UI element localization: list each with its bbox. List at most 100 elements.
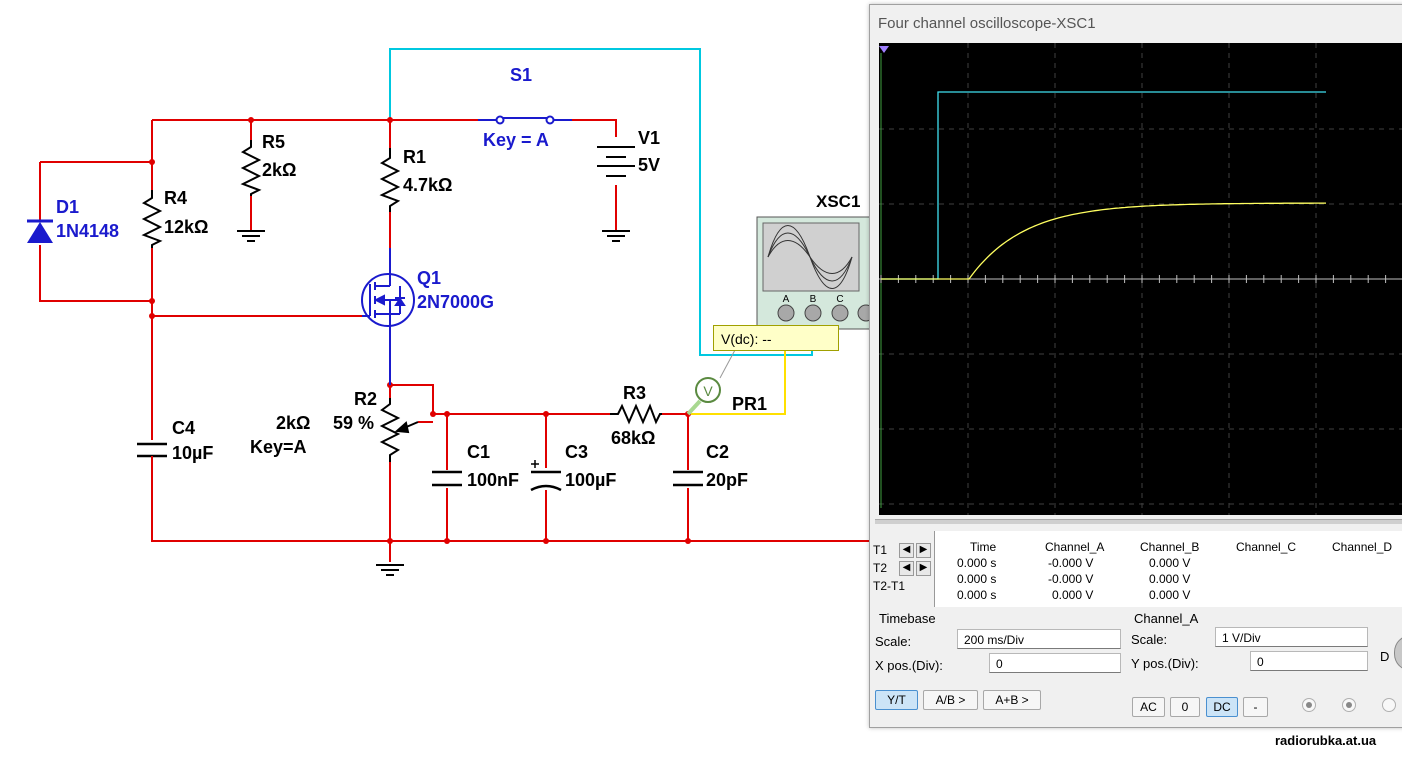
potentiometer-r2[interactable] xyxy=(379,398,419,462)
capacitor-c3-value: 100µF xyxy=(565,470,616,490)
row-label-t1: T1 ◀ ▶ xyxy=(873,541,933,559)
mosfet-q1-part: 2N7000G xyxy=(417,292,494,312)
delta-time: 0.000 s xyxy=(957,588,997,602)
diode-d1-label: D1 xyxy=(56,197,79,217)
splitter-bar[interactable] xyxy=(875,519,1402,524)
t1-left-arrow-icon[interactable]: ◀ xyxy=(899,543,914,558)
scope-grid xyxy=(879,43,1402,515)
switch-s1-label: S1 xyxy=(510,65,532,85)
capacitor-c4[interactable] xyxy=(137,442,167,458)
mosfet-q1[interactable] xyxy=(361,248,415,350)
mosfet-q1-label: Q1 xyxy=(417,268,441,288)
probe-tooltip-leader xyxy=(719,349,736,379)
t2-channel-a: -0.000 V xyxy=(1048,572,1094,586)
readout-table: Time Channel_A Channel_B Channel_C Chann… xyxy=(934,531,1402,607)
t2-channel-b: 0.000 V xyxy=(1149,572,1191,586)
probe-pr1-label: PR1 xyxy=(732,394,767,414)
scope-input-c-label: C xyxy=(836,294,843,305)
capacitor-c1-label: C1 xyxy=(467,442,490,462)
dc-coupling-button[interactable]: DC xyxy=(1206,697,1238,717)
ab-mode-button[interactable]: A/B > xyxy=(923,690,978,710)
delta-channel-a: 0.000 V xyxy=(1052,588,1094,602)
header-channel-d: Channel_D xyxy=(1332,540,1393,554)
capacitor-c4-value: 10µF xyxy=(172,443,213,463)
channel-ypos-label: Y pos.(Div): xyxy=(1131,656,1199,671)
resistor-r1-label: R1 xyxy=(403,147,426,167)
capacitor-c3-label: C3 xyxy=(565,442,588,462)
ac-coupling-button[interactable]: AC xyxy=(1132,697,1165,717)
resistor-r5-label: R5 xyxy=(262,132,285,152)
trigger-marker-icon xyxy=(879,46,889,53)
row-label-t2: T2 ◀ ▶ xyxy=(873,559,933,577)
battery-v1-label: V1 xyxy=(638,128,660,148)
resistor-r3-value: 68kΩ xyxy=(611,428,655,448)
header-channel-b: Channel_B xyxy=(1140,540,1200,554)
probe-pr1[interactable]: V xyxy=(686,377,721,416)
trigger-radio-1[interactable] xyxy=(1302,698,1316,712)
cursor-readout: T1 ◀ ▶ T2 ◀ ▶ T2-T1 Time Channel_A Chann… xyxy=(870,531,1402,607)
capacitor-c4-label: C4 xyxy=(172,418,195,438)
t1-time: 0.000 s xyxy=(957,556,997,570)
row-label-t2-t1: T2-T1 xyxy=(873,579,906,593)
ground-symbols xyxy=(237,230,630,576)
scope-instrument-xsc1[interactable] xyxy=(756,216,875,330)
channel-a-wire xyxy=(688,325,786,415)
trigger-radio-3[interactable] xyxy=(1382,698,1396,712)
capacitor-c2-value: 20pF xyxy=(706,470,748,490)
minus-button[interactable]: - xyxy=(1243,697,1268,717)
resistor-r3-label: R3 xyxy=(623,383,646,403)
channel-a-trace xyxy=(881,202,1326,280)
potentiometer-r2-value: 2kΩ xyxy=(276,413,310,433)
knob-label: D xyxy=(1380,649,1390,664)
potentiometer-r2-key: Key=A xyxy=(250,437,307,457)
yt-mode-button[interactable]: Y/T xyxy=(875,690,918,710)
watermark-text: radiorubka.at.ua xyxy=(1275,733,1377,748)
probe-pr1-symbol: V xyxy=(703,383,713,399)
timebase-scale-field[interactable]: 200 ms/Div xyxy=(957,629,1121,649)
switch-s1[interactable] xyxy=(478,115,572,125)
t1-right-arrow-icon[interactable]: ▶ xyxy=(916,543,931,558)
window-title: Four channel oscilloscope-XSC1 xyxy=(878,15,1096,32)
resistor-r5-value: 2kΩ xyxy=(262,160,296,180)
resistor-r5[interactable] xyxy=(240,140,262,196)
t2-right-arrow-icon[interactable]: ▶ xyxy=(916,561,931,576)
capacitor-c3[interactable] xyxy=(530,460,562,492)
header-channel-a: Channel_A xyxy=(1045,540,1105,554)
scope-instrument-label: XSC1 xyxy=(816,192,860,211)
oscilloscope-window[interactable]: Four channel oscilloscope-XSC1 xyxy=(869,4,1402,728)
resistor-r1[interactable] xyxy=(379,148,401,212)
battery-v1[interactable] xyxy=(597,146,635,177)
header-channel-c: Channel_C xyxy=(1236,540,1297,554)
timebase-xpos-field[interactable]: 0 xyxy=(989,653,1121,673)
t2-left-arrow-icon[interactable]: ◀ xyxy=(899,561,914,576)
resistor-r4-value: 12kΩ xyxy=(164,217,208,237)
capacitor-c2-label: C2 xyxy=(706,442,729,462)
scope-center-axis xyxy=(879,53,1402,508)
diode-d1-part: 1N4148 xyxy=(56,221,119,241)
scope-input-a-label: A xyxy=(783,294,790,305)
channel-knob-icon[interactable] xyxy=(1394,635,1402,671)
resistor-r3[interactable] xyxy=(610,403,662,425)
battery-v1-value: 5V xyxy=(638,155,660,175)
diode-d1[interactable] xyxy=(27,219,53,243)
capacitor-c2[interactable] xyxy=(673,470,703,487)
probe-tooltip: V(dc): -- xyxy=(713,325,839,351)
potentiometer-r2-percent: 59 % xyxy=(333,413,374,433)
resistor-r4[interactable] xyxy=(141,190,163,248)
delta-channel-b: 0.000 V xyxy=(1149,588,1191,602)
header-time: Time xyxy=(970,540,997,554)
channel-b-trace xyxy=(881,91,1326,280)
capacitor-c1[interactable] xyxy=(432,470,462,487)
a-plus-b-mode-button[interactable]: A+B > xyxy=(983,690,1041,710)
circuit-wires xyxy=(39,119,870,562)
t2-time: 0.000 s xyxy=(957,572,997,586)
channel-scale-field[interactable]: 1 V/Div xyxy=(1215,627,1368,647)
zero-coupling-button[interactable]: 0 xyxy=(1170,697,1200,717)
scope-display xyxy=(879,43,1402,515)
timebase-heading: Timebase xyxy=(879,611,936,626)
trigger-radio-2[interactable] xyxy=(1342,698,1356,712)
channel-ypos-field[interactable]: 0 xyxy=(1250,651,1368,671)
channel-scale-label: Scale: xyxy=(1131,632,1168,647)
switch-s1-key: Key = A xyxy=(483,130,549,150)
